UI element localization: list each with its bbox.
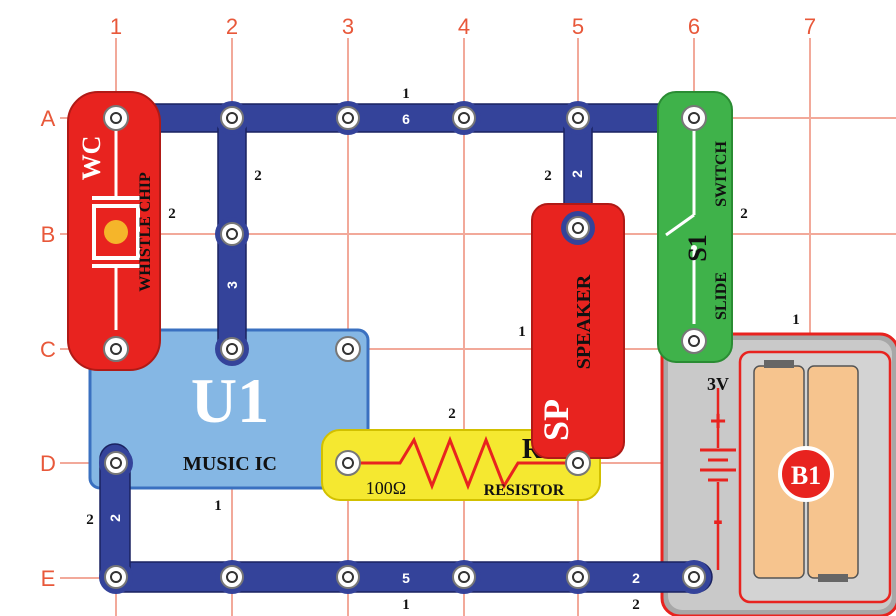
snap xyxy=(335,450,361,476)
whistle-chip: WC WHISTLE CHIP xyxy=(67,91,161,371)
slide-switch: S1 SWITCH SLIDE xyxy=(657,91,733,363)
snap xyxy=(215,332,249,366)
column-label-3: 3 xyxy=(342,14,354,39)
column-label-2: 2 xyxy=(226,14,238,39)
battery-plus: + xyxy=(710,405,726,436)
switch-level: 2 xyxy=(740,206,748,222)
row-label-b: B xyxy=(41,222,56,247)
speaker-name: SPEAKER xyxy=(573,274,595,369)
battery-minus: - xyxy=(713,504,723,537)
whistle-code: WC xyxy=(77,136,106,181)
resistor: R 100Ω RESISTOR xyxy=(321,429,601,501)
whistle-name: WHISTLE CHIP xyxy=(137,172,154,292)
wire-col2-side: 2 xyxy=(254,168,262,184)
wire-a-level: 1 xyxy=(402,86,410,102)
speaker-code: SP xyxy=(536,399,576,441)
snap xyxy=(331,560,365,594)
snap xyxy=(681,328,707,354)
snap xyxy=(99,560,133,594)
wire-e-level: 1 xyxy=(402,597,410,613)
snap xyxy=(561,211,595,245)
snap xyxy=(215,217,249,251)
column-label-4: 4 xyxy=(458,14,470,39)
snap xyxy=(103,336,129,362)
wire-e-right-level: 2 xyxy=(632,597,640,613)
snap xyxy=(681,105,707,131)
switch-prefix: SLIDE xyxy=(713,272,730,320)
resistor-name: RESISTOR xyxy=(484,482,565,499)
music-ic-u1: U1 MUSIC IC xyxy=(88,328,370,490)
battery-level: 1 xyxy=(792,312,800,328)
resistor-level: 2 xyxy=(448,406,456,422)
switch-name: SWITCH xyxy=(713,141,730,207)
snap xyxy=(215,560,249,594)
snaps xyxy=(99,101,711,594)
wire-d-left-side: 2 xyxy=(86,512,94,528)
snap xyxy=(103,105,129,131)
snap xyxy=(561,560,595,594)
wire-col2-label: 3 xyxy=(224,281,240,289)
column-label-7: 7 xyxy=(804,14,816,39)
wire-col5-side: 2 xyxy=(544,168,552,184)
snap xyxy=(447,101,481,135)
whistle-level: 2 xyxy=(168,206,176,222)
battery-voltage: 3V xyxy=(707,374,729,394)
battery-holder-b1: B1 3V + - xyxy=(660,332,896,616)
column-label-5: 5 xyxy=(572,14,584,39)
snap xyxy=(335,336,361,362)
wire-d-left-label: 2 xyxy=(107,514,123,522)
music-ic-code: U1 xyxy=(191,365,269,436)
switch-code: S1 xyxy=(683,234,712,261)
wire-e-label: 5 xyxy=(402,570,410,586)
battery-code: B1 xyxy=(791,461,821,490)
wire-col5-label: 2 xyxy=(569,170,585,178)
wire-a-label: 6 xyxy=(402,111,410,127)
row-label-e: E xyxy=(41,566,56,591)
snap xyxy=(99,446,133,480)
resistor-value: 100Ω xyxy=(366,478,406,498)
snap xyxy=(561,101,595,135)
row-label-d: D xyxy=(40,451,56,476)
snap xyxy=(447,560,481,594)
row-label-a: A xyxy=(41,106,56,131)
column-label-6: 6 xyxy=(688,14,700,39)
snap xyxy=(331,101,365,135)
row-label-c: C xyxy=(40,337,56,362)
music-ic-name: MUSIC IC xyxy=(183,453,277,475)
snap xyxy=(215,101,249,135)
snap xyxy=(565,450,591,476)
column-label-1: 1 xyxy=(110,14,122,39)
music-ic-level: 1 xyxy=(214,498,222,514)
snap xyxy=(677,560,711,594)
speaker-level: 1 xyxy=(518,324,526,340)
wire-e-right-label: 2 xyxy=(632,570,640,586)
